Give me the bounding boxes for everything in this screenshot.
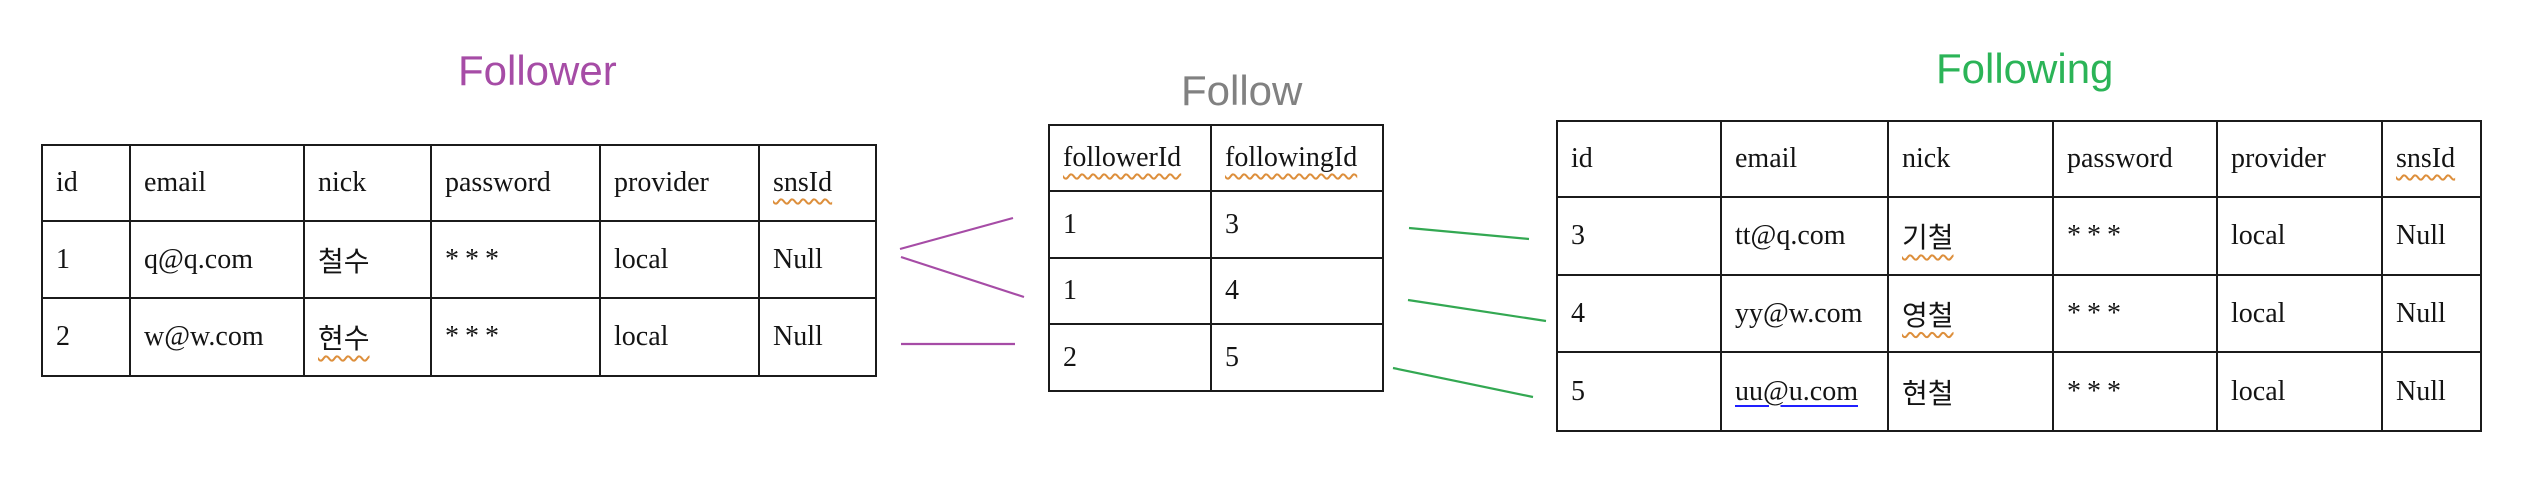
- cell-snsid: Null: [758, 297, 877, 377]
- column-header-nick: nick: [303, 144, 432, 222]
- relation-line-follow2-following2: [1407, 298, 1547, 323]
- cell-nick: 현철: [1887, 351, 2054, 432]
- follower-table: id email nick password provider snsId 1 …: [41, 144, 877, 377]
- column-header-nick: nick: [1887, 120, 2054, 198]
- cell-followingid: 5: [1210, 323, 1384, 392]
- cell-password: ***: [430, 220, 601, 299]
- cell-provider: local: [2216, 351, 2383, 432]
- cell-followingid: 3: [1210, 190, 1384, 259]
- table-row: 1 4: [1048, 257, 1384, 325]
- cell-id: 4: [1556, 274, 1722, 353]
- cell-nick: 현수: [303, 297, 432, 377]
- table-row: 3 tt@q.com 기철 *** local Null: [1556, 196, 2482, 276]
- cell-followerid: 2: [1048, 323, 1212, 392]
- cell-followingid: 4: [1210, 257, 1384, 325]
- column-header-followingid: followingId: [1210, 124, 1384, 192]
- cell-snsid: Null: [2381, 196, 2482, 276]
- cell-password: ***: [2052, 274, 2218, 353]
- column-header-password: password: [430, 144, 601, 222]
- cell-id: 2: [41, 297, 131, 377]
- column-header-id: id: [1556, 120, 1722, 198]
- green-relation-lines: [1392, 226, 1547, 399]
- column-header-email: email: [129, 144, 305, 222]
- cell-password: ***: [2052, 196, 2218, 276]
- cell-nick: 영철: [1887, 274, 2054, 353]
- cell-password: ***: [430, 297, 601, 377]
- cell-email: tt@q.com: [1720, 196, 1889, 276]
- header-row: id email nick password provider snsId: [41, 144, 877, 222]
- table-row: 5 uu@u.com 현철 *** local Null: [1556, 351, 2482, 432]
- column-header-provider: provider: [599, 144, 760, 222]
- cell-email-link[interactable]: uu@u.com: [1720, 351, 1889, 432]
- cell-snsid: Null: [2381, 351, 2482, 432]
- relation-line-follow1-following1: [1408, 226, 1530, 241]
- table-row: 2 5: [1048, 323, 1384, 392]
- cell-snsid: Null: [758, 220, 877, 299]
- cell-nick: 기철: [1887, 196, 2054, 276]
- column-header-followerid: followerId: [1048, 124, 1212, 192]
- column-header-snsid: snsId: [758, 144, 877, 222]
- header-row: id email nick password provider snsId: [1556, 120, 2482, 198]
- column-header-provider: provider: [2216, 120, 2383, 198]
- relation-line-follower1-follow1: [899, 216, 1014, 251]
- cell-id: 5: [1556, 351, 1722, 432]
- header-row: followerId followingId: [1048, 124, 1384, 192]
- column-header-email: email: [1720, 120, 1889, 198]
- table-row: 2 w@w.com 현수 *** local Null: [41, 297, 877, 377]
- cell-email: yy@w.com: [1720, 274, 1889, 353]
- cell-provider: local: [2216, 196, 2383, 276]
- following-table: id email nick password provider snsId 3 …: [1556, 120, 2482, 432]
- cell-snsid: Null: [2381, 274, 2482, 353]
- column-header-snsid: snsId: [2381, 120, 2482, 198]
- cell-provider: local: [599, 220, 760, 299]
- cell-password: ***: [2052, 351, 2218, 432]
- cell-provider: local: [2216, 274, 2383, 353]
- following-table-title: Following: [1936, 45, 2114, 92]
- follow-table: followerId followingId 1 3 1 4 2 5: [1048, 124, 1384, 392]
- table-row: 4 yy@w.com 영철 *** local Null: [1556, 274, 2482, 353]
- table-row: 1 3: [1048, 190, 1384, 259]
- relation-line-follower1-follow2: [900, 255, 1025, 299]
- cell-email: w@w.com: [129, 297, 305, 377]
- cell-provider: local: [599, 297, 760, 377]
- column-header-password: password: [2052, 120, 2218, 198]
- follower-table-title: Follower: [458, 47, 617, 94]
- cell-id: 3: [1556, 196, 1722, 276]
- cell-followerid: 1: [1048, 190, 1212, 259]
- cell-email: q@q.com: [129, 220, 305, 299]
- follow-table-title: Follow: [1181, 67, 1303, 114]
- table-row: 1 q@q.com 철수 *** local Null: [41, 220, 877, 299]
- cell-id: 1: [41, 220, 131, 299]
- cell-followerid: 1: [1048, 257, 1212, 325]
- relation-line-follow3-following3: [1392, 366, 1534, 399]
- cell-nick: 철수: [303, 220, 432, 299]
- column-header-id: id: [41, 144, 131, 222]
- purple-crow-foot-lines: [899, 216, 1025, 346]
